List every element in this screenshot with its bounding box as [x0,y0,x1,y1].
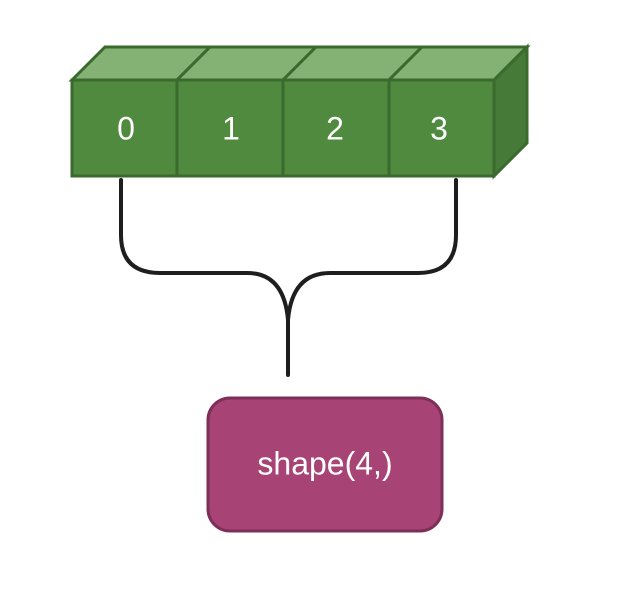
cell-label-2: 2 [326,110,344,146]
shape-label: shape(4,) [257,445,392,481]
shape-box: shape(4,) [206,396,444,533]
cell-label-1: 1 [222,110,240,146]
cell-3 [387,78,496,178]
cell-2 [281,78,391,178]
curly-brace [119,178,458,377]
shape-box-rect [206,396,444,533]
cell-label-3: 3 [430,110,448,146]
cell-0 [70,78,179,178]
cell-1 [175,78,285,178]
cell-label-0: 0 [117,110,135,146]
array-block: 0 1 2 3 [68,43,531,180]
